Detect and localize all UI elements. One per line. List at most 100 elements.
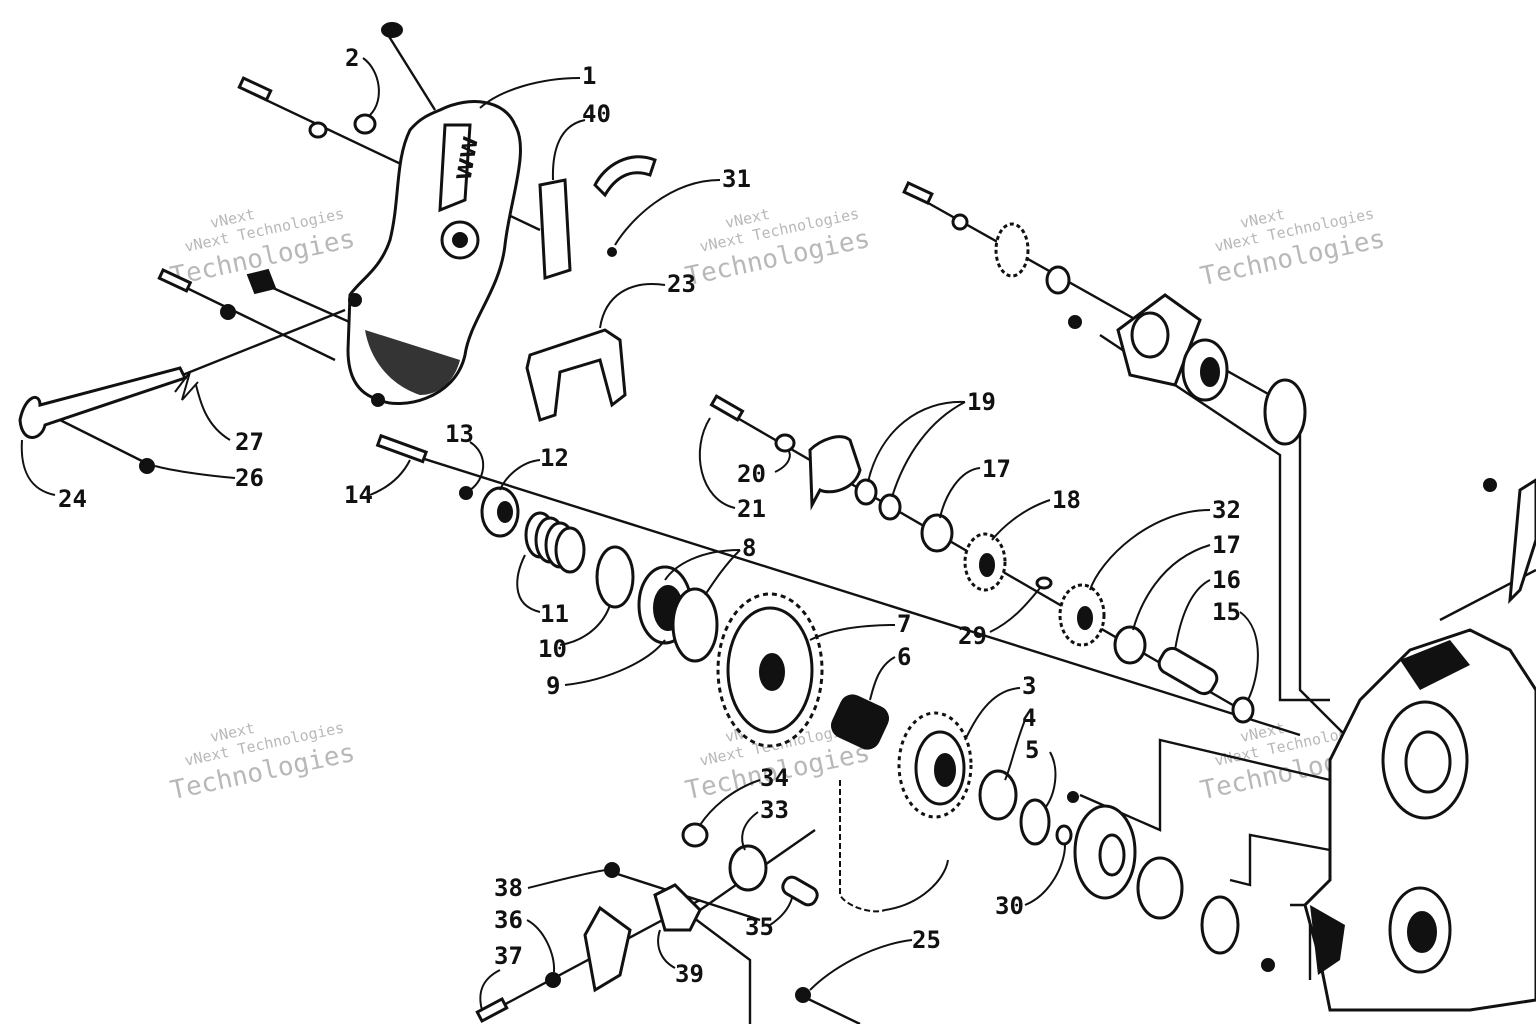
- callout-14: 14: [344, 481, 373, 509]
- leader-3: [964, 687, 1021, 741]
- part-25-nut: [795, 987, 811, 1003]
- leader-29: [989, 587, 1041, 633]
- part-21-bolt: [709, 394, 745, 422]
- axis-shaft-nut: [59, 418, 151, 467]
- part-19-washer-a: [854, 478, 878, 506]
- top-left-hardware: [157, 22, 403, 320]
- callout-36: 36: [494, 906, 523, 934]
- part-31-guide-sleeve: [593, 155, 657, 198]
- callout-10: 10: [538, 635, 567, 663]
- leader-23: [599, 283, 666, 329]
- callout-13: 13: [445, 420, 474, 448]
- chaincase-cover-hole: [452, 232, 468, 248]
- leader-15: [1239, 611, 1259, 701]
- callout-26: 26: [235, 464, 264, 492]
- part-17-bushing: [920, 513, 954, 553]
- leader-10: [559, 604, 611, 646]
- part-40-plate: [538, 178, 572, 281]
- leader-19b: [891, 401, 966, 498]
- part-16-spacer: [1157, 646, 1219, 696]
- leader-6: [869, 656, 896, 701]
- gear-7-hub: [759, 653, 785, 691]
- tensioner-plate-lower: [583, 905, 632, 993]
- callout-7: 7: [897, 610, 911, 638]
- part-39-bracket: [653, 883, 702, 932]
- part-33-roller: [728, 844, 768, 892]
- axis-shaft: [169, 308, 346, 382]
- callout-12: 12: [540, 444, 569, 472]
- part-29-pin: [1035, 576, 1053, 590]
- upper-ring: [1263, 378, 1307, 446]
- callout-15: 15: [1212, 598, 1241, 626]
- part-10-ring: [595, 545, 635, 609]
- chaincase-cover: WW: [346, 100, 522, 407]
- leader-lines: [20, 57, 1259, 1011]
- axis-main-gear: [379, 443, 1301, 737]
- assembly-axes: [59, 29, 1536, 1024]
- callout-31: 31: [722, 165, 751, 193]
- part-17-bushing-b: [1113, 625, 1147, 665]
- callout-8: 8: [742, 534, 756, 562]
- leader-8b: [704, 549, 741, 596]
- leader-20: [774, 449, 791, 473]
- leader-27: [195, 384, 231, 441]
- leader-1: [479, 77, 581, 109]
- part-23-bracket: [525, 328, 627, 422]
- lower-washer: [220, 304, 236, 320]
- bracket-body: [525, 328, 627, 422]
- part-37-bolt: [475, 996, 509, 1024]
- leader-16: [1174, 579, 1211, 651]
- part-26-nut: [139, 458, 155, 474]
- part-38-nut: [604, 862, 620, 878]
- axis-nut-25: [799, 993, 861, 1024]
- output-hardware: [978, 769, 1275, 972]
- leader-30: [1024, 844, 1066, 906]
- part-36-washer: [545, 972, 561, 988]
- leader-7: [809, 624, 896, 641]
- callout-17-lower: 17: [1212, 531, 1241, 559]
- drive-chain: [839, 780, 949, 913]
- part-11-spring: [524, 511, 586, 574]
- leader-33: [741, 811, 759, 851]
- part-2-grommet: [353, 113, 377, 135]
- leader-14: [369, 459, 411, 496]
- leader-4: [1004, 719, 1026, 781]
- leader-18: [991, 499, 1051, 541]
- callout-17-upper: 17: [982, 455, 1011, 483]
- callout-21: 21: [737, 495, 766, 523]
- leader-37: [479, 969, 501, 1011]
- output-ring: [1200, 895, 1240, 955]
- callout-2: 2: [345, 44, 359, 72]
- part-35-pin: [781, 875, 819, 907]
- tensioner-plate: [808, 435, 862, 511]
- lower-tensioner-assembly: [475, 822, 819, 1024]
- callout-39: 39: [675, 960, 704, 988]
- part-30-washer: [1055, 824, 1073, 846]
- part-34-bushing: [681, 822, 709, 848]
- part-3-gear: [897, 711, 973, 819]
- leader-36: [526, 919, 556, 973]
- callout-23: 23: [667, 270, 696, 298]
- callout-16: 16: [1212, 566, 1241, 594]
- leader-40: [551, 119, 586, 181]
- leader-32: [1089, 509, 1211, 591]
- leader-17b: [1132, 544, 1211, 631]
- brake-lever-shaft: [18, 366, 199, 474]
- callout-32: 32: [1212, 496, 1241, 524]
- chaincase-cover-window: [438, 123, 472, 213]
- axis-upper-jog-2: [1298, 420, 1361, 751]
- callout-3: 3: [1022, 672, 1036, 700]
- part-20-washer: [774, 433, 796, 453]
- leader-19a: [867, 400, 966, 483]
- chaincase-housing: [1303, 478, 1536, 1012]
- callout-6: 6: [897, 643, 911, 671]
- leader-38: [527, 869, 607, 889]
- axis-top-bolt: [383, 29, 437, 111]
- callout-19: 19: [967, 388, 996, 416]
- leader-35: [769, 897, 793, 926]
- part-13-washer: [459, 486, 473, 500]
- leader-2: [362, 57, 380, 116]
- part-8-washer: [671, 587, 719, 663]
- leader-8a: [664, 549, 741, 581]
- leader-11: [516, 554, 541, 613]
